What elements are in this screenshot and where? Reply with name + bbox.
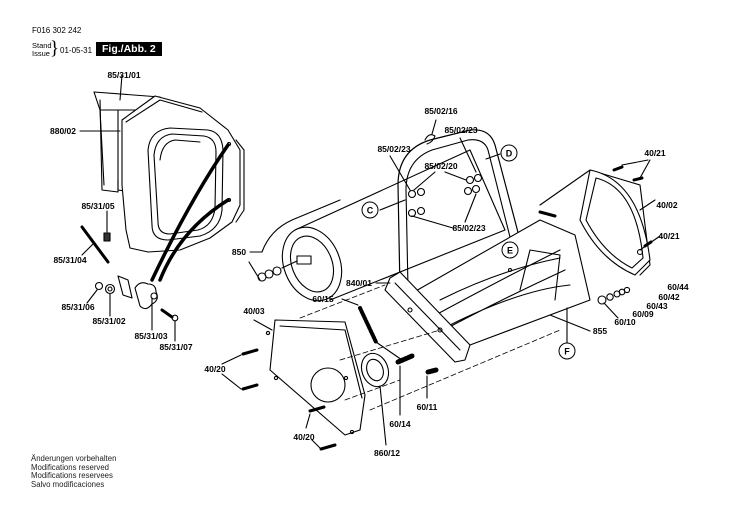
part-callout: 60/14 (389, 419, 411, 429)
brace-glyph: } (50, 38, 60, 59)
part-callout: 85/31/05 (81, 201, 115, 211)
figure-badge: Fig./Abb. 2 (96, 42, 162, 56)
reference-marker-f: F (558, 342, 576, 360)
part-callout: 60/44 (667, 282, 689, 292)
part-callout: 85/02/20 (424, 161, 458, 171)
part-callout: 860/12 (374, 448, 400, 458)
part-callout: 85/31/07 (159, 342, 193, 352)
issue-label: Issue (32, 49, 50, 58)
part-callout: 60/10 (614, 317, 636, 327)
part-callout: 60/43 (646, 301, 668, 311)
springs (341, 298, 439, 416)
clip-parts (80, 210, 179, 342)
footer-line-es: Salvo modificaciones (31, 479, 105, 489)
footer-line-en: Modifications reserved (31, 462, 110, 472)
part-callout: 85/31/03 (134, 331, 168, 341)
part-callout: 40/21 (644, 148, 666, 158)
stand-issue-label: Stand Issue (32, 42, 52, 58)
part-callout: 60/15 (312, 294, 334, 304)
part-callout: 40/20 (204, 364, 226, 374)
alignment-lines (299, 284, 561, 411)
part-callout: 60/09 (632, 309, 654, 319)
part-callout: 880/02 (50, 126, 76, 136)
grass-catcher (79, 74, 245, 282)
part-callout: 855 (592, 326, 608, 336)
part-callout: 850 (231, 247, 247, 257)
part-callout: 85/02/23 (452, 223, 486, 233)
part-callout: 840/01 (346, 278, 372, 288)
reference-marker-c: C (361, 201, 379, 219)
part-callout: 85/31/02 (92, 316, 126, 326)
modifications-notice: Änderungen vorbehalten Modifications res… (31, 454, 117, 489)
side-plate (375, 271, 471, 363)
stand-label: Stand (32, 41, 52, 50)
part-callout: 85/31/04 (53, 255, 87, 265)
part-callout: 40/02 (656, 200, 678, 210)
part-callout: 85/02/23 (377, 144, 411, 154)
side-cover (221, 319, 390, 451)
part-callout: 60/11 (416, 402, 438, 412)
footer-line-de: Änderungen vorbehalten (31, 454, 117, 463)
part-callout: 85/02/23 (444, 125, 478, 135)
part-callout: 40/03 (243, 306, 265, 316)
handle-bar (379, 119, 531, 291)
reference-marker-e: E (501, 241, 519, 259)
cutter-housing (399, 159, 661, 346)
part-callout: 85/02/16 (424, 106, 458, 116)
footer-line-fr: Modifications reservees (31, 471, 113, 481)
roller (248, 149, 506, 302)
part-callout: 40/21 (658, 231, 680, 241)
document-code: F016 302 242 (32, 26, 82, 35)
part-callout: 40/20 (293, 432, 315, 442)
part-callout: 85/31/01 (107, 70, 141, 80)
issue-date: 01-05-31 (60, 46, 93, 55)
reference-marker-d: D (500, 144, 518, 162)
part-callout: 60/42 (658, 292, 680, 302)
part-callout: 85/31/06 (61, 302, 95, 312)
